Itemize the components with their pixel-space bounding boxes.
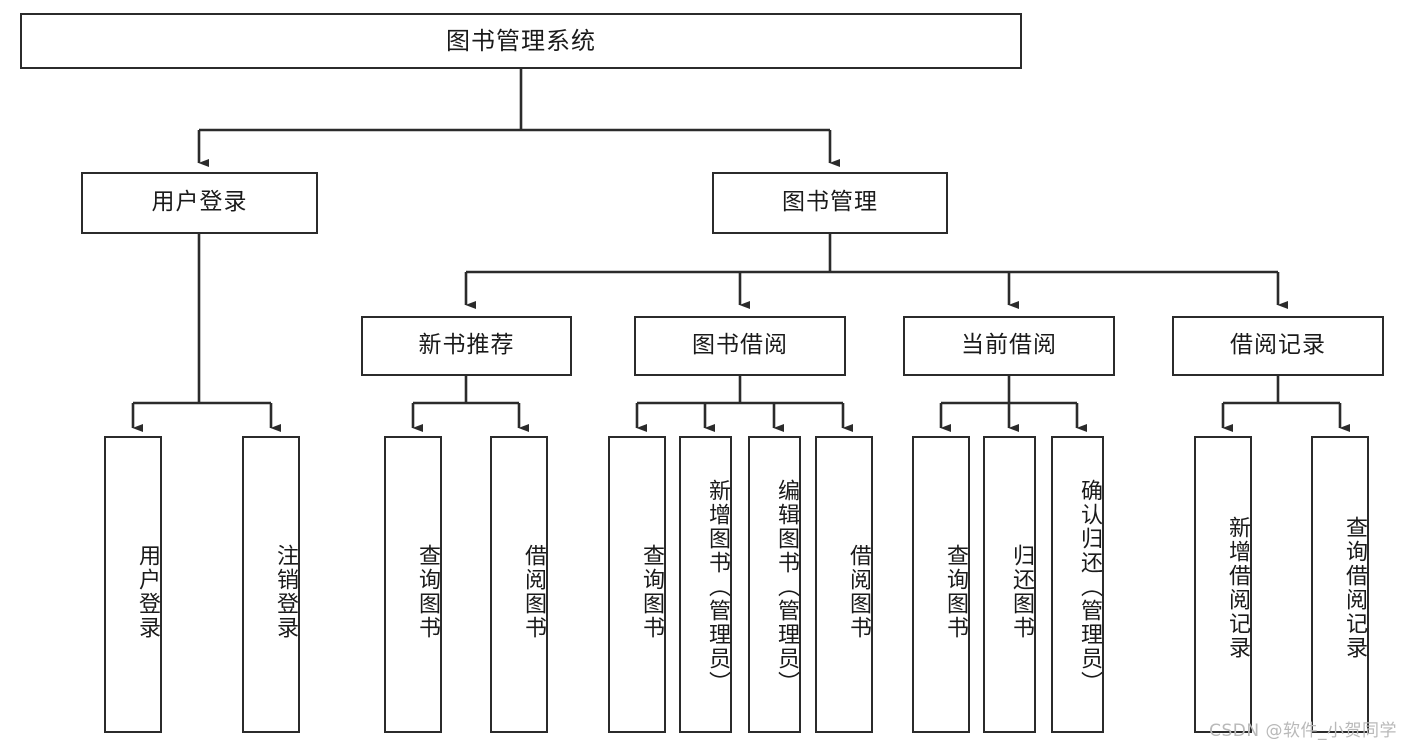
leaf-query-book-current[interactable]: 查询图书: [912, 436, 970, 733]
node-label: 确认归还（管理员）: [1077, 478, 1102, 695]
leaf-query-book-borrow[interactable]: 查询图书: [608, 436, 666, 733]
leaf-add-borrow-record[interactable]: 新增借阅记录: [1194, 436, 1252, 733]
leaf-borrow-book-recommend[interactable]: 借阅图书: [490, 436, 548, 733]
node-label: 用户登录: [151, 189, 248, 216]
node-label: 图书管理: [782, 189, 878, 216]
leaf-user-logout[interactable]: 注销登录: [242, 436, 300, 733]
node-label: 图书管理系统: [446, 26, 596, 55]
node-label: 借阅记录: [1230, 332, 1326, 359]
node-root-book-management-system[interactable]: 图书管理系统: [20, 13, 1022, 69]
node-new-book-recommend[interactable]: 新书推荐: [361, 316, 572, 376]
node-label: 查询借阅记录: [1342, 515, 1367, 660]
leaf-query-borrow-record[interactable]: 查询借阅记录: [1311, 436, 1369, 733]
leaf-user-login[interactable]: 用户登录: [104, 436, 162, 733]
node-label: 新书推荐: [418, 332, 515, 359]
node-label: 查询图书: [943, 543, 968, 640]
node-label: 查询图书: [639, 543, 664, 640]
node-book-borrow[interactable]: 图书借阅: [634, 316, 846, 376]
node-label: 用户登录: [135, 543, 160, 640]
node-borrow-record[interactable]: 借阅记录: [1172, 316, 1384, 376]
node-label: 注销登录: [273, 543, 298, 640]
node-label: 当前借阅: [961, 332, 1057, 359]
leaf-borrow-book[interactable]: 借阅图书: [815, 436, 873, 733]
node-label: 新增图书（管理员）: [705, 478, 730, 695]
node-current-borrow[interactable]: 当前借阅: [903, 316, 1115, 376]
node-user-login[interactable]: 用户登录: [81, 172, 318, 234]
watermark-text: CSDN @软件_小贺同学: [1209, 721, 1397, 741]
node-label: 编辑图书（管理员）: [774, 478, 799, 695]
node-label: 新增借阅记录: [1225, 515, 1250, 660]
node-label: 图书借阅: [692, 332, 788, 359]
leaf-confirm-return-admin[interactable]: 确认归还（管理员）: [1051, 436, 1104, 733]
leaf-query-book-recommend[interactable]: 查询图书: [384, 436, 442, 733]
node-label: 查询图书: [415, 543, 440, 640]
node-label: 借阅图书: [846, 543, 871, 640]
node-label: 借阅图书: [521, 543, 546, 640]
node-book-management[interactable]: 图书管理: [712, 172, 948, 234]
leaf-return-book[interactable]: 归还图书: [983, 436, 1036, 733]
leaf-edit-book-admin[interactable]: 编辑图书（管理员）: [748, 436, 801, 733]
node-label: 归还图书: [1009, 543, 1034, 640]
leaf-add-book-admin[interactable]: 新增图书（管理员）: [679, 436, 732, 733]
